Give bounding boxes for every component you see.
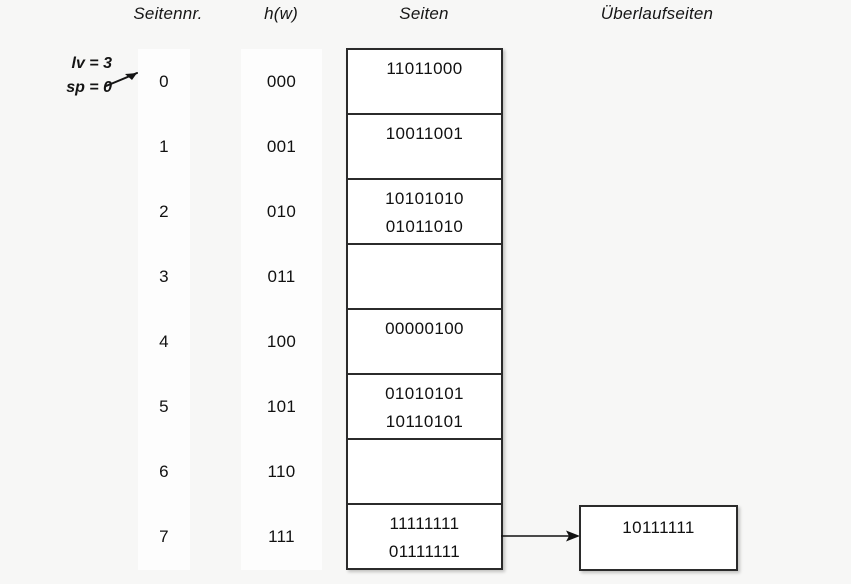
pages-table: 11011000 10011001 10101010 01011010 0000… — [346, 48, 503, 570]
hw-cell: 011 — [267, 266, 296, 286]
column-header-hw: h(w) — [264, 4, 298, 23]
seitennr-cell: 6 — [159, 462, 169, 482]
record-entry: 01011010 — [385, 217, 464, 236]
seitennr-cell: 0 — [159, 71, 169, 91]
arrow-right-icon — [501, 530, 580, 542]
hw-cell: 101 — [266, 397, 297, 417]
seitennr-cell: 2 — [159, 201, 169, 221]
page-row: 10101010 01011010 — [348, 180, 501, 245]
overflow-record-entry: 10111111 — [622, 518, 695, 537]
hw-column-background — [241, 49, 322, 570]
seitennr-cell: 4 — [159, 332, 169, 352]
page-row — [348, 245, 501, 310]
hw-cell: 110 — [267, 462, 296, 482]
page-row: 00000100 — [348, 310, 501, 375]
hw-cell: 111 — [268, 527, 295, 547]
record-entry: 00000100 — [385, 319, 464, 338]
level-split-annotation: lv = 3 sp = 0 — [34, 52, 112, 100]
annotation-lv: lv = 3 — [71, 55, 112, 72]
seitennr-cell: 5 — [159, 397, 169, 417]
arrow-pointer-icon — [105, 72, 138, 87]
seitennr-cell: 3 — [159, 266, 169, 286]
page-row: 10011001 — [348, 115, 501, 180]
column-header-seiten: Seiten — [399, 4, 449, 23]
record-entry: 01010101 — [385, 384, 464, 403]
record-entry: 11011000 — [386, 59, 463, 78]
seitennr-column-background — [138, 49, 190, 570]
record-entry: 10101010 — [385, 189, 464, 208]
record-entry: 10011001 — [385, 124, 464, 143]
seitennr-column: 0 1 2 3 4 5 6 7 — [138, 49, 190, 570]
page-row: 01010101 10110101 — [348, 375, 501, 440]
page-row: 11111111 01111111 — [348, 505, 501, 568]
hw-cell: 000 — [266, 71, 297, 91]
column-header-ueberlaufseiten: Überlaufseiten — [600, 4, 714, 23]
hw-column: 000 001 010 011 100 101 110 111 — [241, 49, 322, 570]
record-entry: 10110101 — [385, 412, 464, 431]
page-row — [348, 440, 501, 505]
hw-cell: 100 — [266, 332, 297, 352]
hw-cell: 001 — [266, 136, 297, 156]
seitennr-cell: 1 — [159, 136, 169, 156]
column-header-seitennr: Seitennr. — [133, 4, 203, 23]
seitennr-cell: 7 — [159, 527, 169, 547]
record-entry: 11111111 — [389, 514, 460, 533]
record-entry: 01111111 — [388, 542, 461, 561]
page-row: 11011000 — [348, 50, 501, 115]
overflow-page-box: 10111111 — [579, 505, 738, 571]
hw-cell: 010 — [266, 201, 297, 221]
annotation-sp: sp = 0 — [66, 79, 112, 96]
